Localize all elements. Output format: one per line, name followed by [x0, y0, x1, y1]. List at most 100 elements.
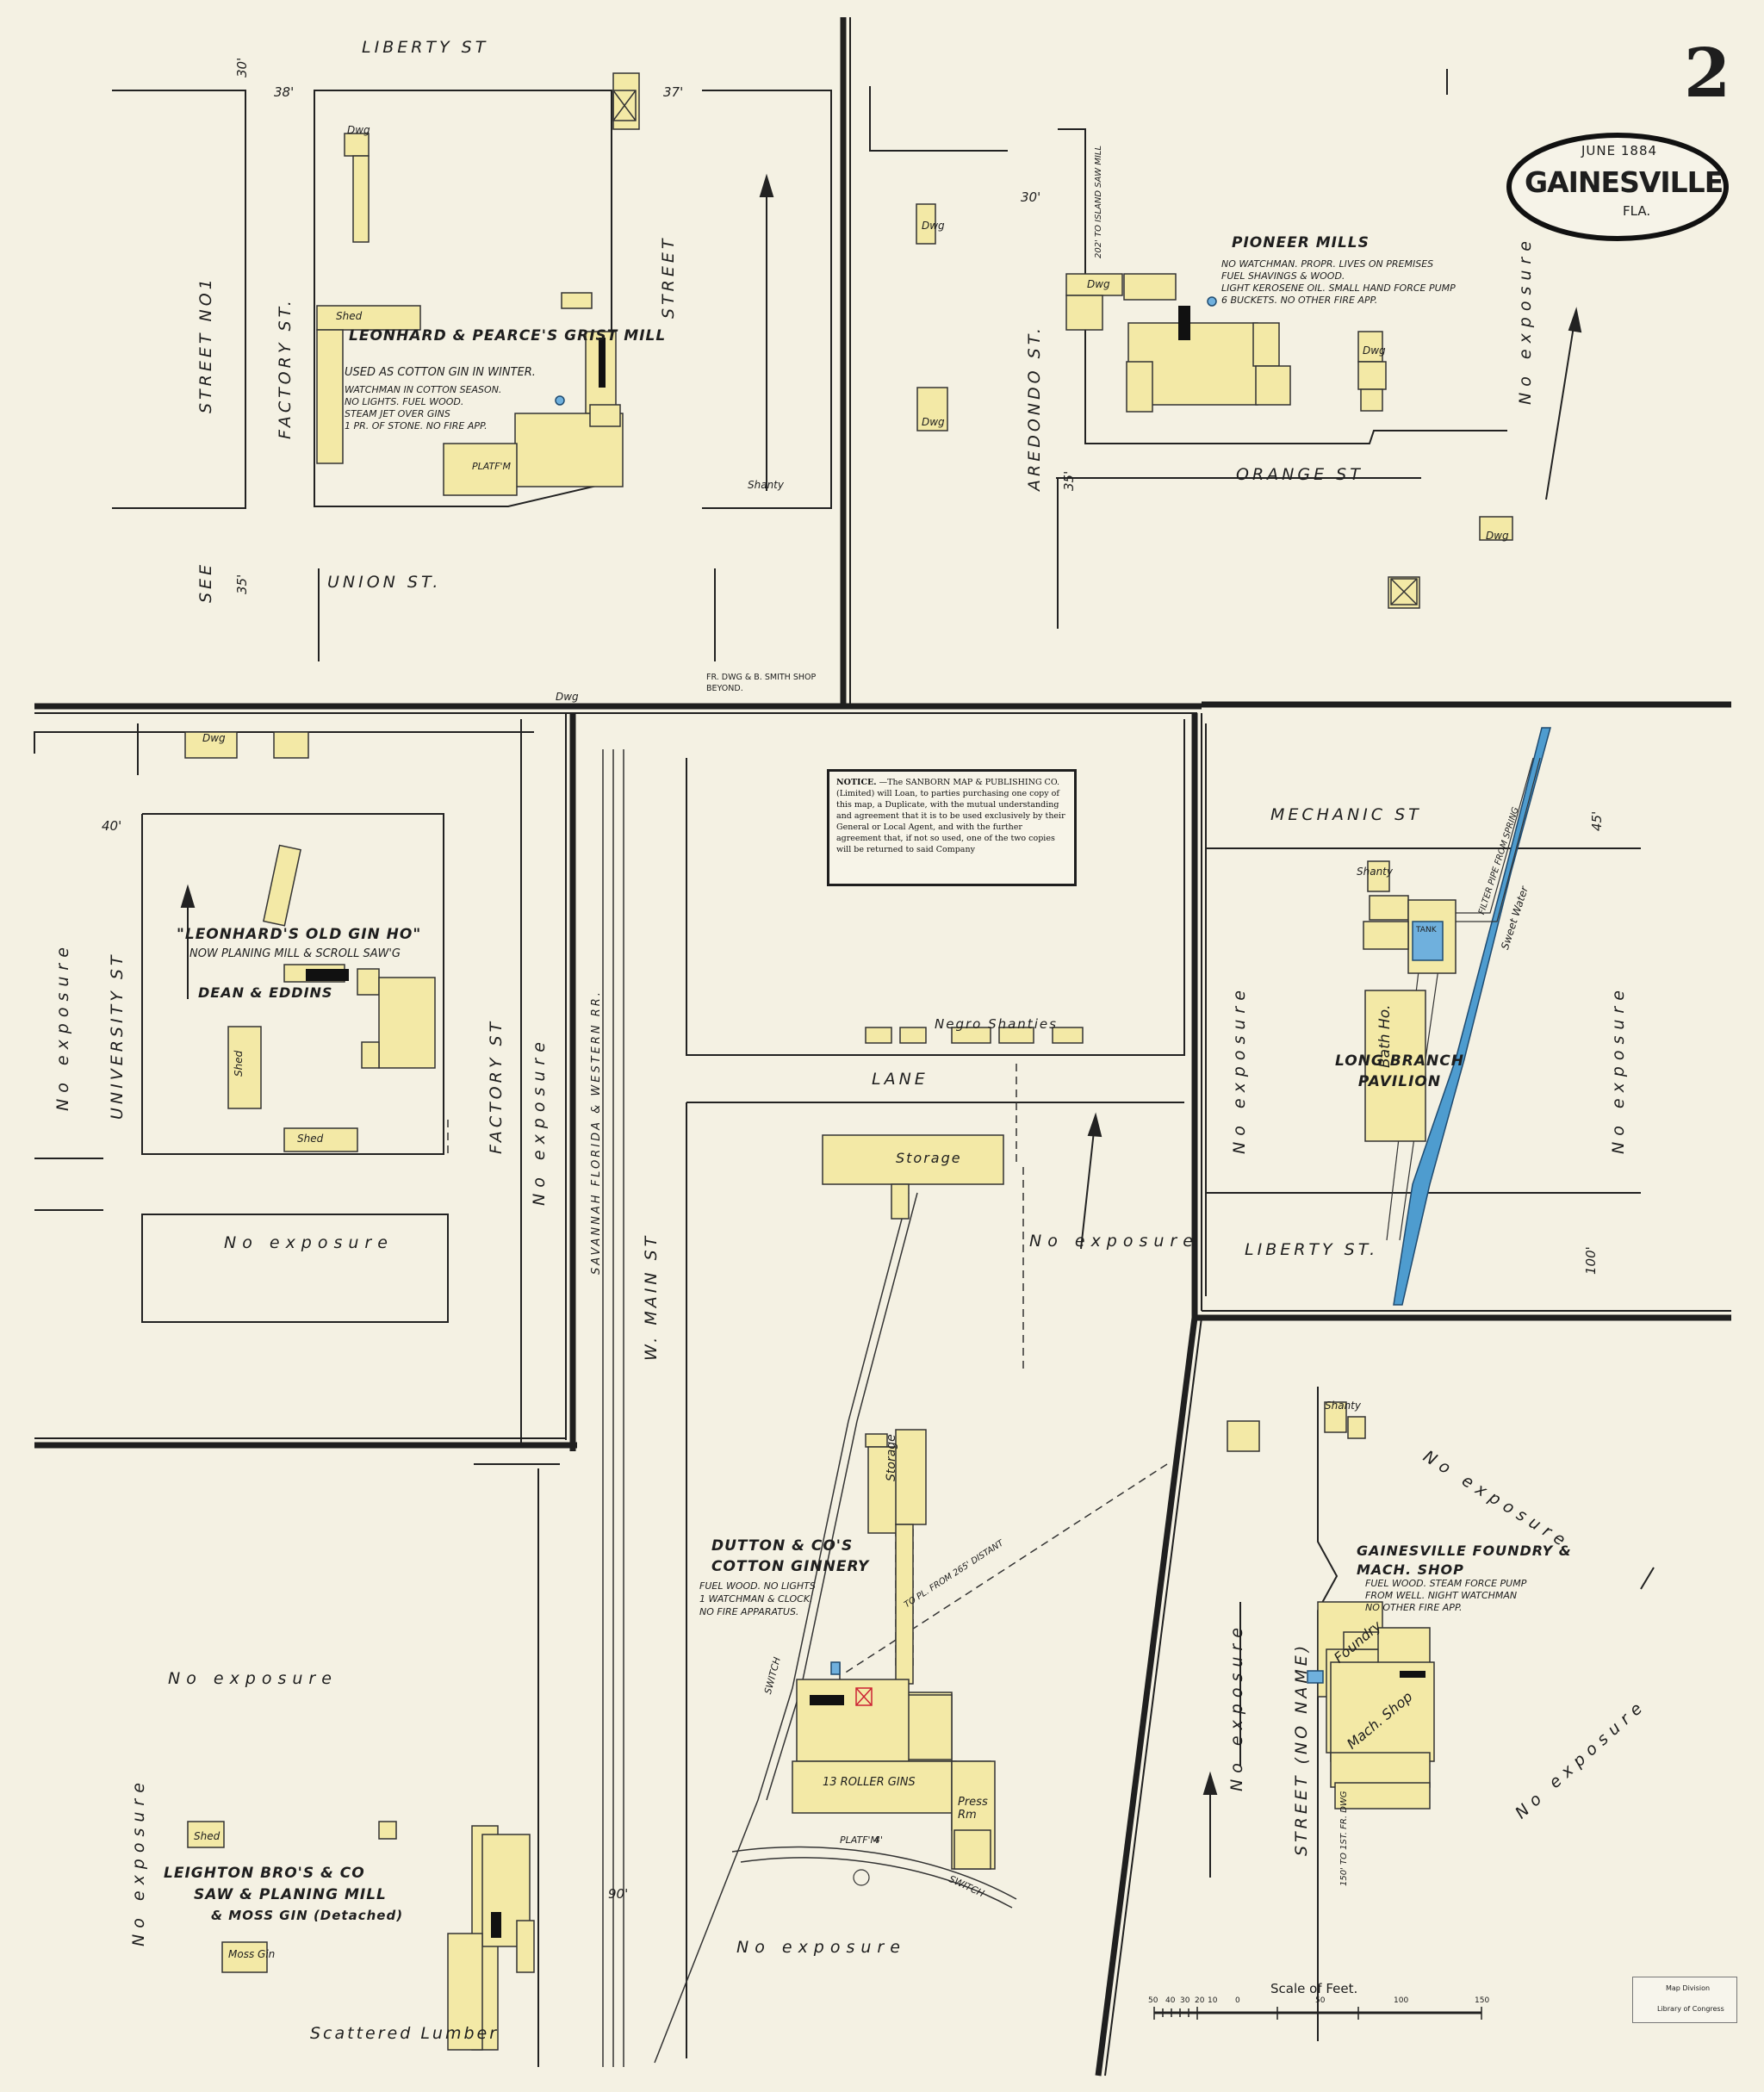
dim-8: 45' — [1589, 810, 1605, 831]
foundry-name: GAINESVILLE FOUNDRY & MACH. SHOP — [1357, 1543, 1572, 1578]
no-exposure-3: No exposure — [530, 1036, 549, 1206]
dim-11: 4' — [874, 1834, 884, 1846]
shanty-label-2: Shanty — [1325, 1400, 1361, 1412]
dwg-label-2: Dwg — [922, 220, 945, 232]
shed-label-2: Shed — [297, 1133, 324, 1145]
street-orange: ORANGE ST — [1236, 465, 1363, 484]
leighton-name: LEIGHTON BRO'S & CO — [164, 1865, 365, 1882]
no-exposure-2: No exposure — [53, 941, 72, 1111]
negro-shanties: Negro Shanties — [935, 1016, 1058, 1032]
sanborn-notice: NOTICE. —The SANBORN MAP & PUBLISHING CO… — [827, 769, 1077, 886]
dwg-label-4: Dwg — [1087, 278, 1110, 290]
pioneer-mills-name: PIONEER MILLS — [1232, 234, 1370, 251]
street-aredondo: AREDONDO ST. — [1025, 324, 1044, 491]
block-outlines — [34, 69, 1655, 2067]
no-exposure-5: No exposure — [1029, 1232, 1199, 1251]
storage-g-label: Storage — [896, 1150, 962, 1166]
shanty-label-3: Shanty — [1357, 866, 1393, 878]
railroad-label: SAVANNAH FLORIDA & WESTERN RR. — [590, 990, 603, 1275]
river — [1393, 727, 1551, 1306]
scale-tick-2: 30 — [1180, 1996, 1190, 2005]
street-lane: LANE — [872, 1070, 929, 1089]
no-exposure-7: No exposure — [1609, 984, 1628, 1154]
street-university: UNIVERSITY ST — [108, 952, 127, 1120]
street-factory-mid: FACTORY ST — [487, 1018, 506, 1154]
street-right-top: STREET — [659, 235, 678, 319]
scale-title: Scale of Feet. — [1270, 1981, 1358, 1996]
dim-9: 100' — [1583, 1246, 1599, 1275]
scale-tick-8: 150 — [1475, 1996, 1490, 2005]
no-exposure-10: No exposure — [736, 1938, 906, 1957]
bath-ho-label: Bath Ho. — [1376, 1004, 1394, 1068]
pioneer-note-2: FUEL SHAVINGS & WOOD. — [1221, 270, 1345, 282]
no-exposure-9: No exposure — [129, 1777, 148, 1946]
stable-note-label: 150' TO 1ST. FR. DWG — [1339, 1791, 1349, 1886]
leonhard-pearce-note-4: 1 PR. OF STONE. NO FIRE APP. — [345, 420, 488, 431]
no-exposure-6: No exposure — [1230, 984, 1249, 1154]
scale-tick-6: 50 — [1315, 1996, 1326, 2005]
leighton-sub: SAW & PLANING MILL — [194, 1886, 387, 1903]
street-mechanic: MECHANIC ST — [1270, 805, 1422, 824]
dwg-label-1: Dwg — [347, 124, 370, 136]
no-exposure-8: No exposure — [168, 1669, 338, 1688]
dim-7: 40' — [102, 818, 122, 834]
platfm-label-2: PLATF'M — [840, 1834, 879, 1846]
title-cartouche: JUNE 1884 GAINESVILLE FLA. — [1506, 131, 1730, 243]
street-factory-top: FACTORY ST. — [276, 297, 295, 439]
long-branch-name: LONG BRANCH PAVILION — [1335, 1052, 1464, 1090]
pioneer-note-4: 6 BUCKETS. NO OTHER FIRE APP. — [1221, 295, 1378, 306]
dutton-note-3: NO FIRE APPARATUS. — [699, 1606, 799, 1617]
leonhard-pearce-note-2: NO LIGHTS. FUEL WOOD. — [345, 396, 464, 407]
notice-text: —The SANBORN MAP & PUBLISHING CO. (Limit… — [836, 778, 1065, 854]
pioneer-note-1: NO WATCHMAN. PROPR. LIVES ON PREMISES — [1221, 258, 1434, 270]
notice-heading: NOTICE. — [836, 778, 877, 787]
foundry-note-3: NO OTHER FIRE APP. — [1365, 1602, 1463, 1613]
island-saw-mill-label: 202' TO ISLAND SAW MILL — [1094, 145, 1103, 258]
dim-3: 37' — [663, 84, 684, 100]
dim-1: 30' — [234, 57, 250, 78]
no-exposure-11: No exposure — [1227, 1622, 1246, 1791]
dwg-label-7: Dwg — [202, 732, 226, 744]
scale-tick-1: 40 — [1165, 1996, 1176, 2005]
tank-label: TANK — [1416, 926, 1437, 934]
dutton-name: DUTTON & CO'S COTTON GINNERY — [711, 1537, 870, 1575]
dwg-label-5: Dwg — [1363, 345, 1386, 357]
street-liberty-top: LIBERTY ST — [362, 38, 489, 57]
leonhard-pearce-note-1: WATCHMAN IN COTTON SEASON. — [345, 384, 502, 395]
shed-label-3: Shed — [194, 1830, 220, 1842]
foundry-note-2: FROM WELL. NIGHT WATCHMAN — [1365, 1590, 1518, 1601]
old-gin-name: "LEONHARD'S OLD GIN HO" — [177, 926, 422, 943]
leighton-sub2: & MOSS GIN (Detached) — [211, 1908, 404, 1923]
shanty-label-1: Shanty — [748, 479, 784, 491]
press-rm-label: Press Rm — [958, 1796, 988, 1822]
no-exposure-1: No exposure — [1516, 235, 1535, 405]
scale-tick-3: 20 — [1195, 1996, 1205, 2005]
library-stamp-line2: Library of Congress — [1657, 2005, 1724, 2013]
sheet-number: 2 — [1684, 34, 1731, 113]
street-w-main: W. MAIN ST — [642, 1232, 661, 1361]
street-liberty-right: LIBERTY ST. — [1245, 1240, 1379, 1259]
shed-label-1: Shed — [336, 310, 363, 322]
street-no1: STREET NO1 — [196, 276, 215, 413]
dwg-label-6: Dwg — [1486, 530, 1509, 542]
scale-tick-5: 0 — [1235, 1996, 1240, 2005]
dwg-label-8: Dwg — [556, 691, 579, 703]
old-gin-sub: NOW PLANING MILL & SCROLL SAW'G — [189, 947, 401, 960]
scale-tick-0: 50 — [1148, 1996, 1158, 2005]
dwg-label-3: Dwg — [922, 416, 945, 428]
dim-2: 38' — [274, 84, 295, 100]
platfm-label-1: PLATF'M — [472, 461, 512, 472]
library-stamp: Map Division Library of Congress — [1632, 1977, 1737, 2023]
street-no-name: STREET (NO NAME) — [1292, 1642, 1311, 1856]
title-city: GAINESVILLE — [1525, 165, 1724, 199]
title-date: JUNE 1884 — [1581, 143, 1658, 158]
storage-f-label: Storage — [885, 1434, 898, 1481]
old-gin-owner: DEAN & EDDINS — [198, 984, 333, 1001]
pioneer-note-3: LIGHT KEROSENE OIL. SMALL HAND FORCE PUM… — [1221, 282, 1456, 294]
dutton-note-1: FUEL WOOD. NO LIGHTS — [699, 1580, 816, 1592]
dutton-note-2: 1 WATCHMAN & CLOCK. — [699, 1593, 813, 1605]
scale-tick-7: 100 — [1394, 1996, 1409, 2005]
library-stamp-line1: Map Division — [1666, 1984, 1711, 1992]
scattered-lumber: Scattered Lumber — [310, 2024, 500, 2043]
